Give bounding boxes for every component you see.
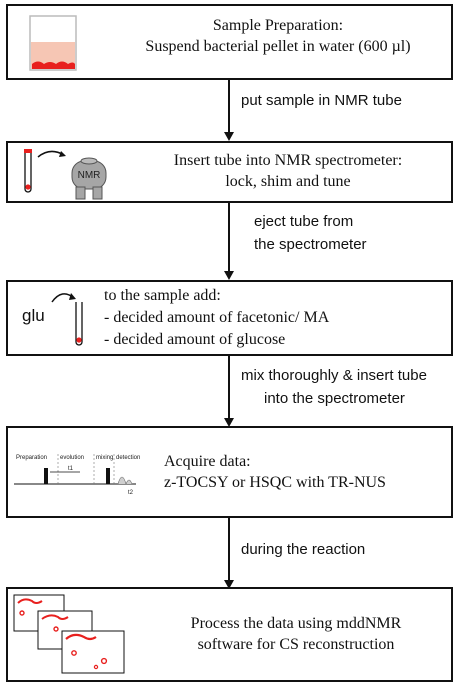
transition-4-label: during the reaction — [241, 541, 366, 558]
transition-2-label-line1: eject tube from — [254, 213, 354, 230]
step4-description: z-TOCSY or HSQC with TR-NUS — [164, 474, 386, 491]
step3-title: to the sample add: — [104, 287, 221, 304]
step5-description: software for CS reconstruction — [197, 636, 395, 653]
svg-text:evolution: evolution — [60, 455, 84, 461]
pulse-sequence-icon: Preparation evolution mixing detection t… — [14, 454, 140, 496]
arrow-1-line — [228, 80, 230, 134]
spectra-stack-icon — [13, 594, 125, 674]
step-sample-preparation: Sample Preparation: Suspend bacterial pe… — [6, 4, 453, 80]
svg-text:t1: t1 — [68, 466, 74, 472]
arrow-3-line — [228, 356, 230, 420]
step-add-reagents: glu to the sample add: - decided amount … — [6, 280, 453, 356]
arrow-2-line — [228, 203, 230, 273]
glu-label: glu — [22, 306, 45, 325]
transition-3-label-line2: into the spectrometer — [264, 390, 405, 407]
arrow-1-head — [224, 132, 234, 141]
step5-title: Process the data using mddNMR — [190, 615, 402, 632]
step1-title: Sample Preparation: — [212, 17, 344, 34]
transition-2-label-line2: the spectrometer — [254, 236, 367, 253]
step3-item-facetonic: - decided amount of facetonic/ MA — [104, 309, 330, 326]
step1-description: Suspend bacterial pellet in water (600 µ… — [145, 38, 411, 55]
beaker-icon — [29, 15, 77, 71]
arrow-3-head — [224, 418, 234, 427]
step-insert-tube: NMR Insert tube into NMR spectrometer: l… — [6, 141, 453, 203]
arrow-4-line — [228, 518, 230, 582]
step-acquire-data: Preparation evolution mixing detection t… — [6, 426, 453, 518]
step3-item-glucose: - decided amount of glucose — [104, 331, 286, 348]
arrow-4-head — [224, 580, 234, 589]
svg-text:mixing: mixing — [96, 455, 113, 461]
add-to-tube-icon — [51, 293, 83, 346]
step-process-data: Process the data using mddNMR software f… — [6, 587, 453, 682]
arrow-2-head — [224, 271, 234, 280]
svg-text:detection: detection — [116, 455, 140, 461]
nmr-icon-label: NMR — [78, 170, 101, 181]
step2-title: Insert tube into NMR spectrometer: — [173, 152, 403, 169]
transition-1-label: put sample in NMR tube — [241, 92, 402, 109]
svg-text:t2: t2 — [128, 490, 134, 496]
step2-description: lock, shim and tune — [225, 173, 351, 190]
svg-text:Preparation: Preparation — [16, 455, 47, 461]
nmr-insert-icon: NMR — [24, 149, 107, 200]
transition-3-label-line1: mix thoroughly & insert tube — [241, 367, 427, 384]
step4-title: Acquire data: — [164, 453, 251, 470]
